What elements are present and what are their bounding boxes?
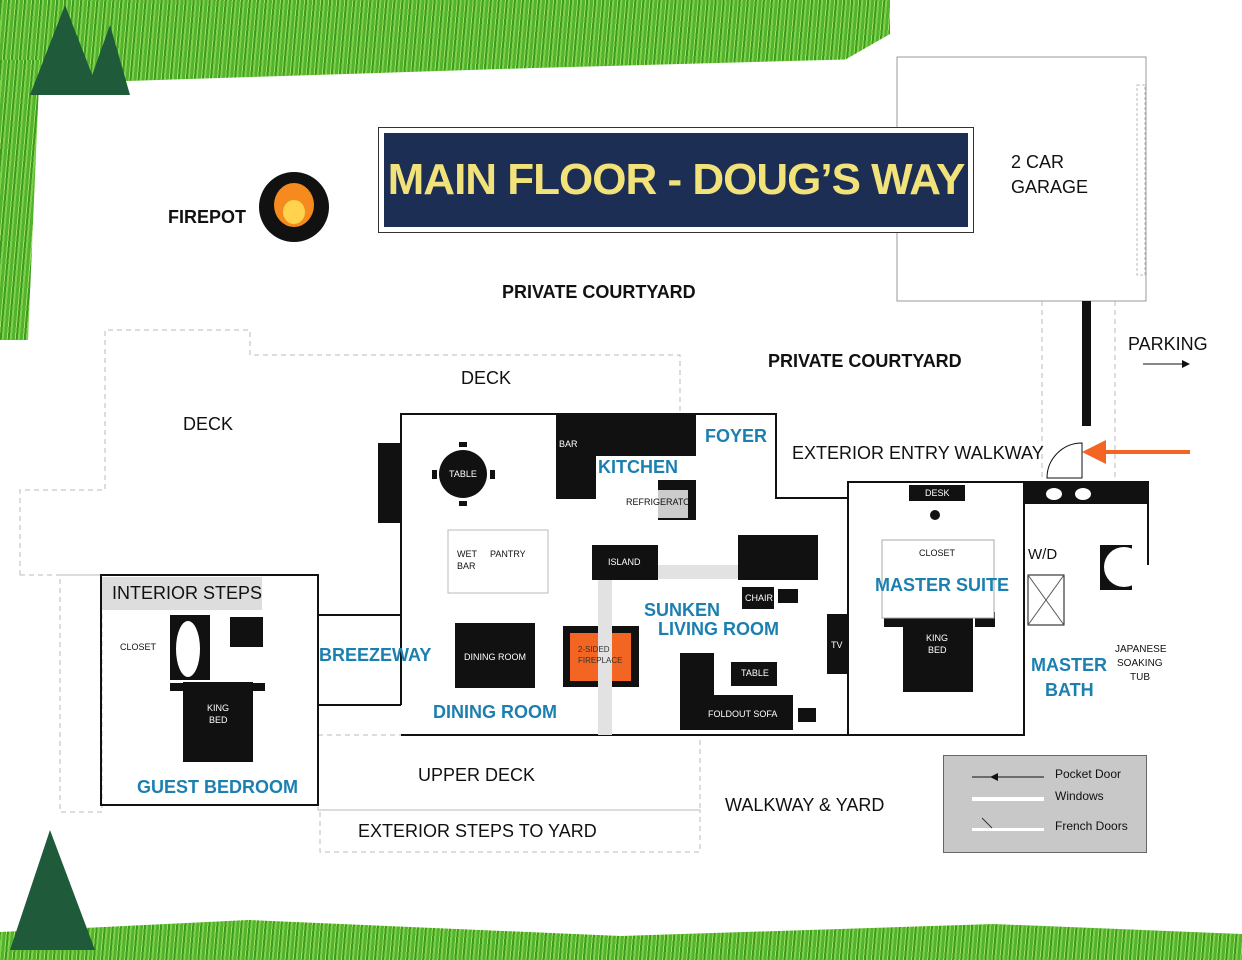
tub-label: JAPANESE xyxy=(1115,644,1167,655)
courtyard-label: PRIVATE COURTYARD xyxy=(502,282,696,302)
breezeway-label: BREEZEWAY xyxy=(319,645,432,665)
dining-table-label: DINING ROOM xyxy=(464,652,526,662)
upper-deck-label: UPPER DECK xyxy=(418,765,536,785)
fireplace-label: 2-SIDED xyxy=(578,645,610,654)
island xyxy=(592,545,658,580)
chair-label: CHAIR xyxy=(745,593,774,603)
island-label: ISLAND xyxy=(608,557,641,567)
tub-label: SOAKING xyxy=(1117,658,1163,669)
firepot-label: FIREPOT xyxy=(168,207,247,227)
garage-label: 2 CAR GARAGE xyxy=(1011,152,1089,197)
guest-bedroom xyxy=(100,574,319,806)
wet-bar-label: BAR xyxy=(457,561,476,571)
deck-outline xyxy=(19,329,681,575)
deck-label: DECK xyxy=(183,414,234,434)
guest-bed-label: BED xyxy=(209,715,228,725)
refrigerator-label: REFRIGERATOR xyxy=(626,497,697,507)
master-bath-label: BATH xyxy=(1045,680,1094,700)
wet-bar-label: WET xyxy=(457,549,477,559)
french-door-icon xyxy=(972,828,1044,831)
steps-label: EXTERIOR STEPS TO YARD xyxy=(358,821,597,841)
tree-icon xyxy=(10,830,95,950)
bar-label: BAR xyxy=(559,439,578,449)
master-suite-label: MASTER SUITE xyxy=(875,575,1010,595)
king-bed-label: KING xyxy=(926,633,949,643)
sunken-label: SUNKEN xyxy=(644,600,721,620)
pocket-door-icon xyxy=(990,773,998,781)
master-suite xyxy=(847,481,1025,736)
tub-label: TUB xyxy=(1130,672,1150,683)
master-bath-label: MASTER xyxy=(1031,655,1107,675)
kitchen-label: KITCHEN xyxy=(598,457,678,477)
legend-pocket-door: Pocket Door xyxy=(1055,767,1122,781)
tree-icon xyxy=(30,5,130,95)
parking-label: PARKING xyxy=(1128,334,1208,354)
closet-label: CLOSET xyxy=(919,548,956,558)
interior-steps-label: INTERIOR STEPS xyxy=(112,583,263,603)
legend-symbols xyxy=(972,773,1044,831)
legend-french-doors: French Doors xyxy=(1055,819,1128,833)
foyer-label: FOYER xyxy=(705,426,768,446)
pantry-label: PANTRY xyxy=(490,549,526,559)
table-label: TABLE xyxy=(449,469,477,479)
washer-dryer-label: W/D xyxy=(1028,546,1058,563)
tv-label: TV xyxy=(831,640,843,650)
dining-room-label: DINING ROOM xyxy=(433,702,557,722)
fireplace-label: FIREPLACE xyxy=(578,656,623,665)
desk-label: DESK xyxy=(925,488,950,498)
guest-closet-label: CLOSET xyxy=(120,642,157,652)
living-room-label: LIVING ROOM xyxy=(658,619,779,639)
guest-bed-label: KING xyxy=(207,703,230,713)
deck-label: DECK xyxy=(461,368,512,388)
coffee-table-label: TABLE xyxy=(741,668,769,678)
exterior-steps xyxy=(319,809,701,853)
page-title: MAIN FLOOR - DOUG’S WAY xyxy=(384,133,968,227)
window-icon xyxy=(972,797,1044,801)
courtyard-label: PRIVATE COURTYARD xyxy=(768,351,962,371)
legend-windows: Windows xyxy=(1055,789,1104,803)
sofa-label: FOLDOUT SOFA xyxy=(708,709,778,719)
half-bath-label: 1/2 BATH xyxy=(741,538,780,548)
legend: Pocket Door Windows French Doors xyxy=(943,755,1147,853)
title-banner: MAIN FLOOR - DOUG’S WAY xyxy=(378,127,974,233)
guest-bedroom-label: GUEST BEDROOM xyxy=(137,777,299,797)
walkway-label: WALKWAY & YARD xyxy=(725,795,885,815)
king-bed-label: BED xyxy=(928,645,947,655)
entry-walkway-label: EXTERIOR ENTRY WALKWAY xyxy=(792,443,1044,463)
